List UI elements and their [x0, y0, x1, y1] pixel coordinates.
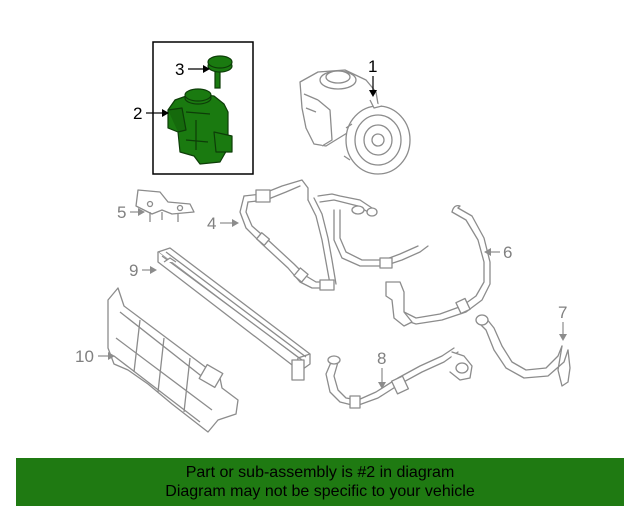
- callout-2: 2: [133, 104, 169, 123]
- power-steering-pump[interactable]: [299, 69, 411, 175]
- power-steering-cooler[interactable]: [157, 247, 311, 381]
- pressure-hose[interactable]: [239, 179, 429, 291]
- banner-line-1: Part or sub-assembly is #2 in diagram: [185, 464, 455, 481]
- callout-4-label: 4: [207, 214, 216, 233]
- reservoir-cap[interactable]: [207, 55, 233, 89]
- return-hose[interactable]: [385, 204, 491, 327]
- callout-1: 1: [368, 57, 377, 97]
- callout-3: 3: [175, 60, 210, 79]
- callout-5-label: 5: [117, 203, 126, 222]
- callout-7-label: 7: [558, 303, 567, 322]
- banner-line-2: Diagram may not be specific to your vehi…: [165, 483, 475, 500]
- callout-9-label: 9: [129, 261, 138, 280]
- callout-10: 10: [75, 347, 115, 366]
- callout-8: 8: [377, 349, 386, 389]
- callout-7: 7: [558, 303, 567, 341]
- callout-9: 9: [129, 261, 157, 280]
- info-banner-bg: [16, 458, 624, 506]
- callout-2-label: 2: [133, 104, 142, 123]
- callout-3-label: 3: [175, 60, 184, 79]
- hose-assembly[interactable]: [325, 347, 473, 409]
- info-banner: Part or sub-assembly is #2 in diagram Di…: [16, 458, 624, 506]
- callout-10-label: 10: [75, 347, 94, 366]
- power-steering-reservoir[interactable]: [167, 88, 233, 165]
- callout-1-label: 1: [368, 57, 377, 76]
- callout-8-label: 8: [377, 349, 386, 368]
- callout-4: 4: [207, 214, 239, 233]
- air-deflector[interactable]: [107, 287, 239, 433]
- mounting-bracket[interactable]: [135, 189, 195, 222]
- callout-6: 6: [484, 243, 512, 262]
- cooler-hose[interactable]: [475, 314, 571, 387]
- callout-5: 5: [117, 203, 145, 222]
- callout-6-label: 6: [503, 243, 512, 262]
